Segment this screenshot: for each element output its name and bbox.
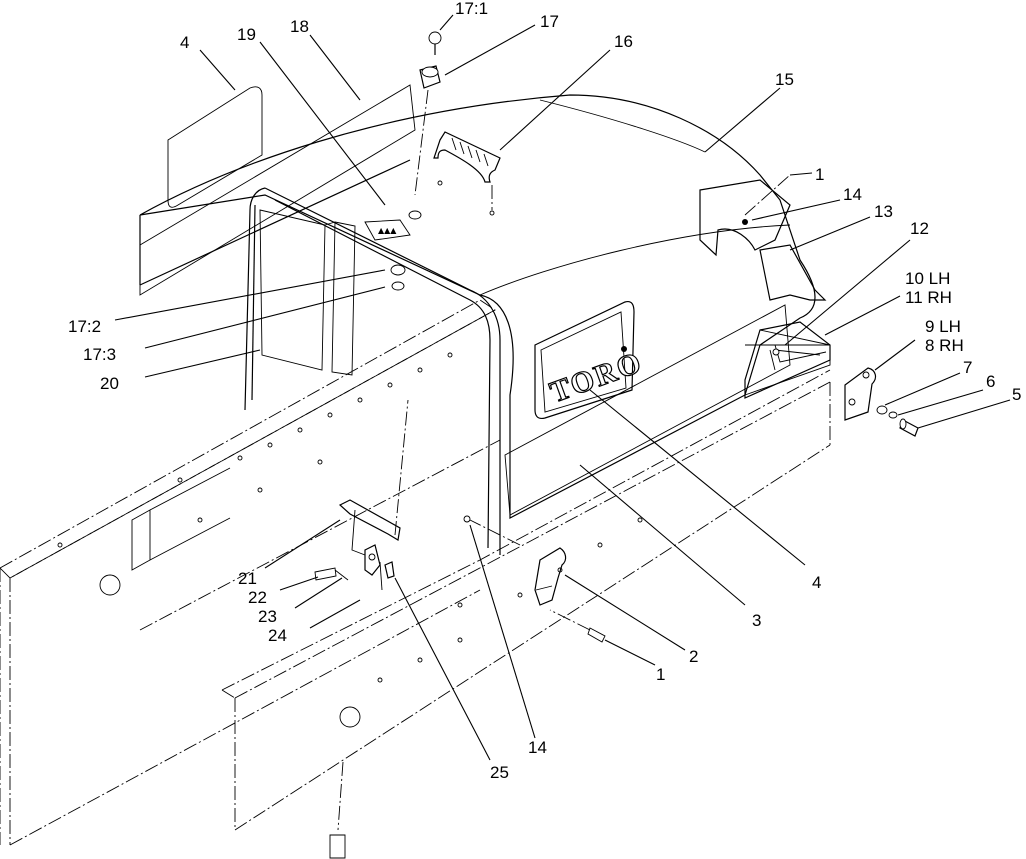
washer	[390, 264, 406, 276]
callout-14-bottom: 14	[528, 738, 547, 757]
callout-13: 13	[874, 202, 893, 221]
callout-3: 3	[752, 611, 761, 630]
callout-22: 22	[248, 588, 267, 607]
label-plate: ▲▲▲	[364, 219, 411, 241]
hinge-plate	[844, 367, 877, 421]
callout-19: 19	[237, 25, 256, 44]
bolt-5	[899, 418, 919, 437]
hinge-assembly	[744, 321, 831, 399]
svg-text:▲▲▲: ▲▲▲	[378, 226, 397, 235]
callout-17: 17	[540, 12, 559, 31]
callout-18: 18	[290, 17, 309, 36]
callout-2: 2	[689, 647, 698, 666]
callout-1-top: 1	[815, 165, 824, 184]
callout-15: 15	[775, 70, 794, 89]
callout-1-bottom: 1	[656, 665, 665, 684]
callouts: 17:1 17 4 19 18 16 15 1 14 13 12 10 LH 1…	[68, 0, 1021, 782]
lower-latch	[463, 515, 606, 643]
lower-bracket	[314, 399, 409, 591]
side-decal	[139, 84, 416, 296]
callout-24: 24	[268, 626, 287, 645]
callout-7: 7	[963, 358, 972, 377]
callout-12: 12	[910, 219, 929, 238]
callout-5: 5	[1012, 385, 1021, 404]
callout-17-2: 17:2	[68, 317, 101, 336]
callout-20: 20	[100, 374, 119, 393]
callout-11: 11 RH	[905, 288, 952, 307]
washer-6	[888, 411, 898, 419]
callout-23: 23	[258, 607, 277, 626]
callout-17-1: 17:1	[455, 0, 488, 18]
frame-rails	[0, 299, 831, 859]
callout-14-top: 14	[843, 185, 862, 204]
callout-17-3: 17:3	[83, 345, 116, 364]
grab-handle	[433, 131, 501, 216]
leader-lines	[114, 14, 1011, 761]
hood	[139, 94, 831, 555]
nut	[391, 281, 405, 291]
key-icon	[428, 31, 442, 55]
window-panel	[167, 86, 263, 208]
callout-21: 21	[238, 569, 257, 588]
callout-25: 25	[490, 763, 509, 782]
callout-4-mid: 4	[812, 573, 821, 592]
toro-logo-plate: TORO	[534, 300, 648, 420]
callout-6: 6	[986, 372, 995, 391]
hood-latch	[414, 65, 441, 196]
callout-16: 16	[614, 32, 633, 51]
washer-7	[876, 405, 888, 415]
callout-4-top: 4	[180, 33, 189, 52]
callout-8: 8 RH	[925, 336, 964, 355]
callout-10: 10 LH	[905, 269, 950, 288]
brand-text: TORO	[546, 345, 647, 409]
callout-9: 9 LH	[925, 317, 961, 336]
rear-bracket	[699, 174, 827, 301]
